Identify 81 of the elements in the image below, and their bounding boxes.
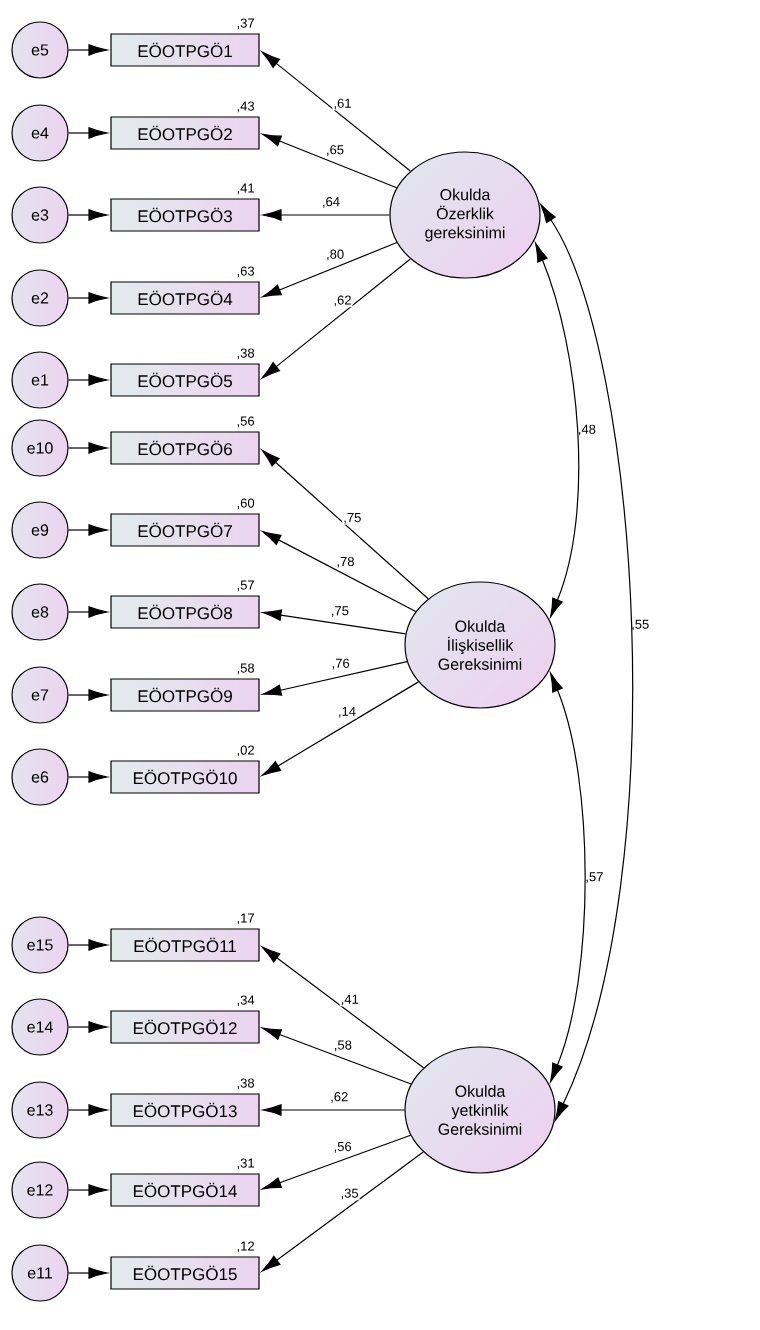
squared-correlation-label: ,37 [237,18,254,30]
error-arrow [68,1021,108,1033]
loading-arrow [261,51,411,172]
observed-variable-box: EÖOTPGÖ3 [110,198,260,232]
edge-label: ,64 [320,196,342,209]
observed-variable-box: EÖOTPGÖ10 [110,760,260,794]
observed-variable-box: EÖOTPGÖ4 [110,281,260,315]
loading-arrow [261,530,417,613]
edge-label: ,41 [339,993,360,1007]
observed-variable-box: EÖOTPGÖ6 [110,431,260,465]
squared-correlation-label: ,02 [237,745,254,757]
error-arrow [68,374,108,386]
edge-label: ,78 [335,555,356,569]
observed-variable-box: EÖOTPGÖ2 [110,116,260,150]
squared-correlation-label: ,57 [237,580,254,592]
edge-label: ,35 [339,1187,360,1201]
error-arrow [68,1104,108,1116]
loading-arrow [262,133,398,189]
edge-label: ,14 [336,705,357,719]
squared-correlation-label: ,38 [237,348,255,360]
observed-variable-box: EÖOTPGÖ13 [110,1093,260,1127]
edge-label: ,61 [332,97,353,111]
squared-correlation-label: ,34 [237,995,255,1007]
loading-arrow [261,681,420,776]
edge-label: ,80 [325,248,346,262]
loading-arrow [261,258,411,379]
loading-arrow [261,449,429,600]
covariance-arrow [540,204,634,1121]
observed-variable-box: EÖOTPGÖ1 [110,33,260,67]
squared-correlation-label: ,12 [237,1241,254,1253]
squared-correlation-label: ,38 [237,1078,255,1090]
observed-variable-box: EÖOTPGÖ12 [110,1010,260,1044]
loading-arrow [262,1027,412,1085]
error-arrow [68,524,108,536]
observed-variable-box: EÖOTPGÖ7 [110,513,260,547]
edge-label: ,75 [342,512,363,525]
error-arrow [68,292,108,304]
loading-arrow [262,660,408,696]
edge-label: ,56 [332,1140,353,1154]
loading-arrow [262,241,398,298]
loading-arrow [262,1104,405,1116]
observed-variable-box: EÖOTPGÖ8 [110,595,260,629]
edge-label: ,55 [632,619,649,631]
edge-label: ,65 [325,144,346,157]
loading-arrow [262,209,390,221]
error-arrow [68,127,108,139]
edge-label: ,57 [586,872,603,883]
error-arrow [68,1267,108,1279]
observed-variable-box: EÖOTPGÖ11 [110,928,260,962]
edge-label: ,76 [330,657,351,671]
loading-arrow [262,609,407,635]
edge-label: ,48 [579,424,596,436]
edge-label: ,62 [329,1091,350,1104]
squared-correlation-label: ,43 [237,101,255,113]
error-arrow [68,939,108,951]
squared-correlation-label: ,41 [237,183,254,195]
edge-label: ,58 [332,1039,353,1053]
edge-label: ,62 [332,294,353,308]
observed-variable-box: EÖOTPGÖ5 [110,363,260,397]
covariance-arrow [535,242,580,618]
observed-variable-box: EÖOTPGÖ15 [110,1256,260,1290]
error-arrow [68,606,108,618]
observed-variable-box: EÖOTPGÖ9 [110,678,260,712]
edge-label: ,75 [329,605,350,618]
squared-correlation-label: ,31 [237,1158,254,1170]
error-arrow [68,44,108,56]
loading-arrow [261,946,425,1069]
squared-correlation-label: ,56 [237,416,255,428]
squared-correlation-label: ,17 [237,913,254,925]
squared-correlation-label: ,60 [237,498,255,510]
error-arrow [68,689,108,701]
squared-correlation-label: ,63 [237,266,255,278]
error-arrow [68,442,108,454]
error-arrow [68,209,108,221]
squared-correlation-label: ,58 [237,663,255,675]
loading-arrow [262,1134,412,1190]
error-arrow [68,771,108,783]
error-arrow [68,1184,108,1196]
loading-arrow [261,1151,424,1272]
covariance-arrow [550,672,586,1083]
observed-variable-box: EÖOTPGÖ14 [110,1173,260,1207]
